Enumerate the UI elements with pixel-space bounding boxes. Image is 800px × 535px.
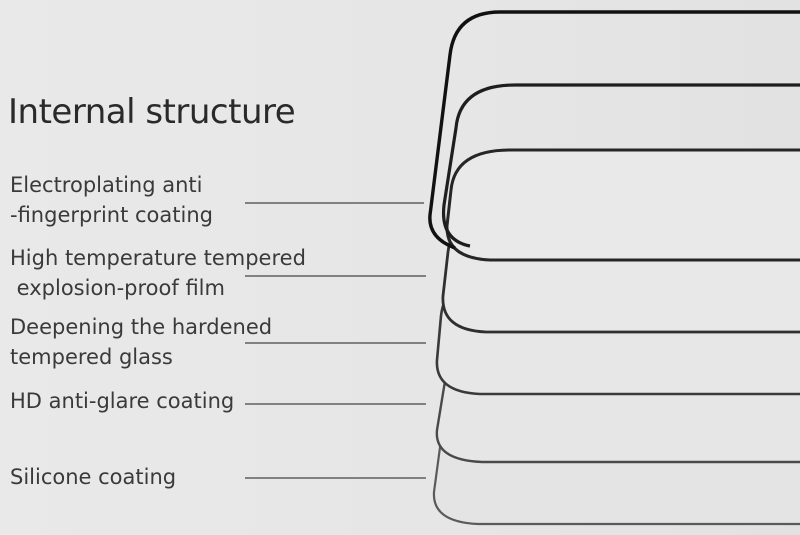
layer-label-1-line-2: -fingerprint coating <box>10 203 213 227</box>
page-title: Internal structure <box>8 92 296 132</box>
layer-label-5: Silicone coating <box>10 462 176 492</box>
layer-label-3-line-1: Deepening the hardened <box>10 315 273 339</box>
layer-label-2: High temperature tempered explosion-proo… <box>10 243 306 303</box>
layer-top-frame <box>441 83 800 248</box>
layer-label-2-line-2: explosion-proof film <box>10 276 225 300</box>
layer-label-5-line-1: Silicone coating <box>10 465 177 489</box>
layer-label-4-line-1: HD anti-glare coating <box>10 389 235 413</box>
layer-label-4: HD anti-glare coating <box>10 386 234 416</box>
layer-label-3-line-2: tempered glass <box>10 345 173 369</box>
layer-label-1-line-1: Electroplating anti <box>10 173 203 197</box>
layer-label-1: Electroplating anti -fingerprint coating <box>10 170 213 230</box>
layer-outer-frame <box>428 10 800 250</box>
layer-label-3: Deepening the hardened tempered glass <box>10 312 272 372</box>
layer-label-2-line-1: High temperature tempered <box>10 246 306 270</box>
layer-fingerprint-coating <box>445 148 800 262</box>
